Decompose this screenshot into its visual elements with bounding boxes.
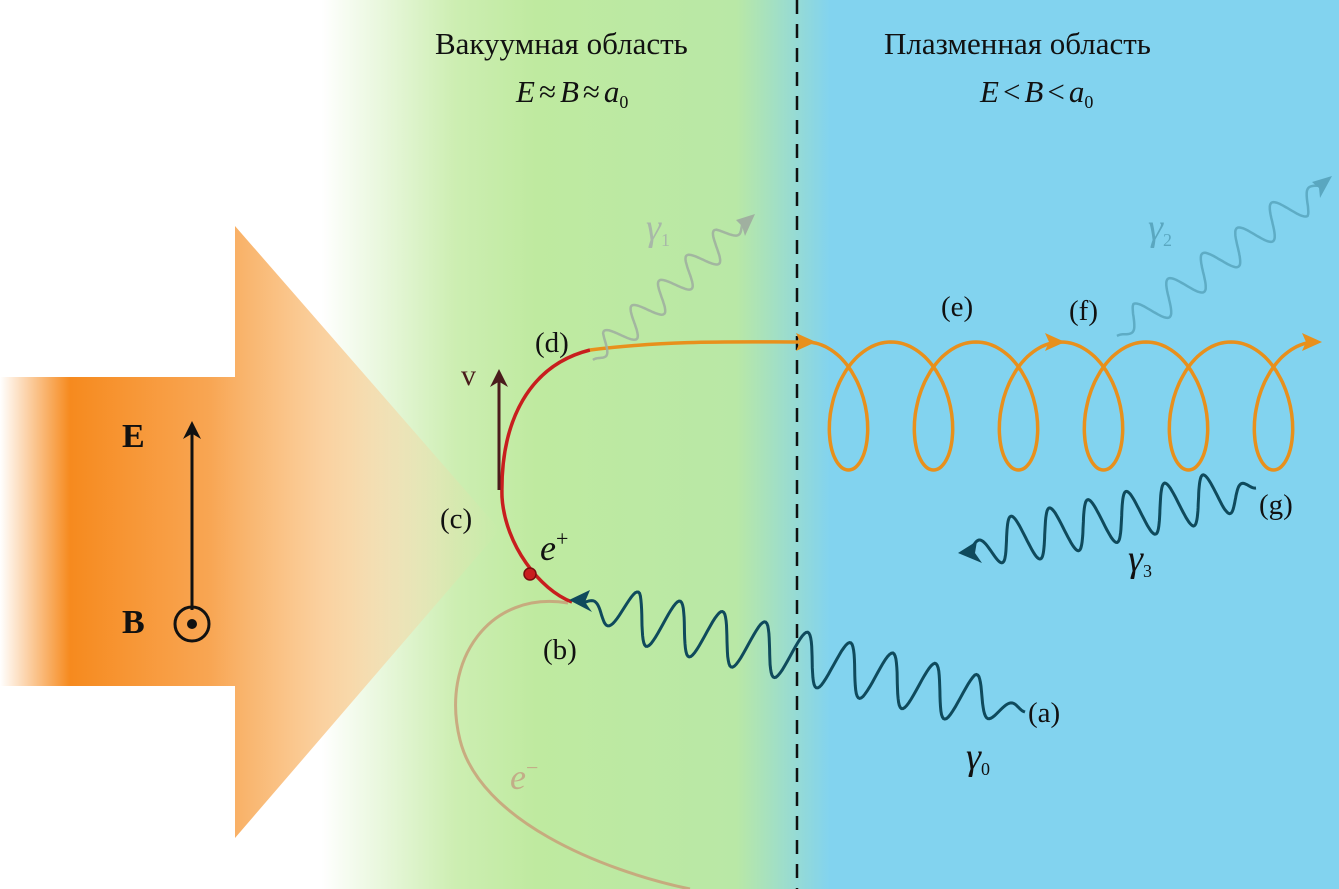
electron-trajectory xyxy=(454,600,691,889)
vacuum-region-formula: E≈B≈a0 xyxy=(516,74,628,113)
formula-operator: ≈ xyxy=(538,74,556,109)
photon-gamma2-arrowhead xyxy=(1312,176,1332,198)
formula-symbol: B xyxy=(1024,74,1044,109)
helix-arrowhead-f xyxy=(1045,333,1065,351)
point-label-e: (e) xyxy=(941,291,974,323)
photon-gamma1-arrowhead xyxy=(736,214,755,236)
photon-gamma3-arrowhead xyxy=(958,541,982,563)
gamma-subscript: 1 xyxy=(660,230,670,250)
formula-subscript: 0 xyxy=(1084,92,1094,112)
formula-symbol: B xyxy=(559,74,579,109)
gamma-symbol: γ xyxy=(1128,538,1143,580)
gamma-symbol: γ xyxy=(646,207,661,249)
photon-gamma0-label: γ0 xyxy=(966,735,990,780)
formula-operator: ≈ xyxy=(582,74,600,109)
point-label-g: (g) xyxy=(1259,489,1293,521)
point-label-b: (b) xyxy=(543,634,577,666)
formula-operator: < xyxy=(1002,74,1021,109)
plasma-region-formula: E<B<a0 xyxy=(980,74,1093,113)
point-label-a: (a) xyxy=(1028,697,1061,729)
formula-symbol: E xyxy=(516,74,535,109)
photon-gamma1-wave xyxy=(592,221,745,361)
positron-trajectory-exit xyxy=(589,340,801,352)
magnetic-field-dot xyxy=(187,619,197,629)
photon-gamma3-wave xyxy=(967,473,1257,565)
positron-trajectory xyxy=(500,348,591,604)
formula-symbol: a xyxy=(1068,74,1085,109)
electron-label: e− xyxy=(510,755,538,798)
velocity-label: v xyxy=(461,359,476,392)
point-label-c: (c) xyxy=(440,503,473,535)
gamma-subscript: 0 xyxy=(980,759,990,779)
particle-charge: + xyxy=(555,526,569,551)
particle-symbol: e xyxy=(510,757,526,797)
electric-field-label: E xyxy=(122,418,145,455)
gamma-symbol: γ xyxy=(1148,207,1163,249)
photon-gamma0-arrowhead xyxy=(569,590,592,612)
gamma-symbol: γ xyxy=(966,736,981,778)
magnetic-field-symbol xyxy=(173,605,211,643)
photon-gamma2-label: γ2 xyxy=(1148,206,1172,251)
point-label-f: (f) xyxy=(1069,295,1098,327)
helix-arrowhead-end xyxy=(1302,333,1322,351)
particle-charge: − xyxy=(525,755,539,780)
formula-symbol: a xyxy=(603,74,620,109)
gamma-subscript: 2 xyxy=(1162,230,1172,250)
particle-symbol: e xyxy=(540,528,556,568)
formula-operator: < xyxy=(1047,74,1065,109)
formula-subscript: 0 xyxy=(619,92,629,112)
magnetic-field-label: B xyxy=(122,604,145,641)
point-label-d: (d) xyxy=(535,327,569,359)
gamma-subscript: 3 xyxy=(1142,561,1152,581)
plasma-region-title: Плазменная область xyxy=(884,26,1151,61)
vacuum-region-title: Вакуумная область xyxy=(435,26,688,61)
photon-gamma3-label: γ3 xyxy=(1128,537,1152,582)
photon-gamma0-wave xyxy=(577,590,1026,721)
photon-gamma2-wave xyxy=(1116,182,1325,338)
positron-dot xyxy=(523,567,537,581)
laser-pulse-arrow xyxy=(0,226,500,838)
positron-label: e+ xyxy=(540,526,568,569)
photon-gamma1-label: γ1 xyxy=(646,206,670,251)
formula-symbol: E xyxy=(980,74,999,109)
